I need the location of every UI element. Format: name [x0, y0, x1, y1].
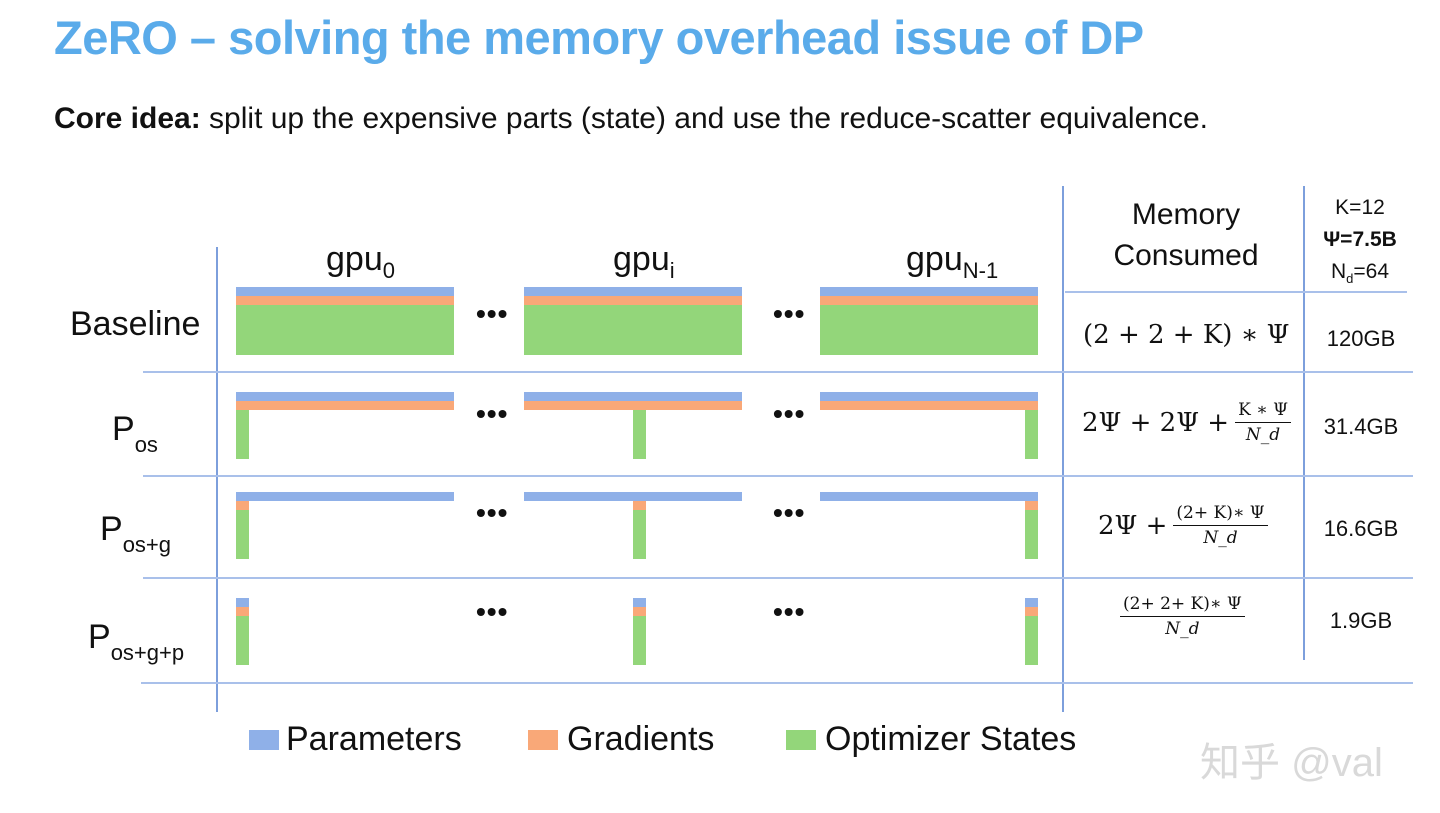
bar-optimizer-states-pos-g-p — [1025, 616, 1038, 665]
legend-swatch-optimizer-states — [786, 730, 816, 750]
legend-label-optimizer-states: Optimizer States — [825, 720, 1077, 758]
bar-parameters-pos-g-p — [1025, 598, 1038, 607]
bar-optimizer-states-pos — [633, 410, 646, 459]
ellipsis: ••• — [476, 497, 509, 528]
ellipsis: ••• — [773, 398, 806, 429]
bar-gradients-pos-g-p — [633, 607, 646, 616]
bar-gradients-pos-g-p — [1025, 607, 1038, 616]
slide-title: ZeRO – solving the memory overhead issue… — [54, 11, 1144, 64]
formula-baseline: (2 + 2 + K) ∗ Ψ — [1083, 320, 1290, 350]
legend-label-gradients: Gradients — [567, 720, 715, 758]
bar-gradients-baseline — [236, 296, 454, 305]
bar-gradients-pos — [820, 401, 1038, 410]
ellipsis: ••• — [773, 497, 806, 528]
memory-value-pos-g: 16.6GB — [1323, 516, 1399, 541]
bar-parameters-pos-g — [820, 492, 1038, 501]
ellipsis: ••• — [773, 298, 806, 329]
bar-optimizer-states-pos-g-p — [236, 616, 249, 665]
bar-parameters-baseline — [236, 287, 454, 296]
bar-gradients-pos-g — [1025, 501, 1038, 510]
bar-optimizer-states-pos-g — [633, 510, 646, 559]
row-label-pos-g-p: Pos+g+p — [88, 618, 185, 665]
bar-optimizer-states-pos — [1025, 410, 1038, 459]
ellipsis: ••• — [476, 398, 509, 429]
core-idea-label: Core idea: — [54, 102, 201, 135]
gpu-header-0: gpu0 — [326, 240, 395, 283]
bar-optimizer-states-pos — [236, 410, 249, 459]
bar-parameters-baseline — [820, 287, 1038, 296]
bar-parameters-pos — [524, 392, 742, 401]
watermark: 知乎 @val — [1200, 741, 1383, 785]
memory-value-pos-g-p: 1.9GB — [1329, 608, 1393, 633]
bar-parameters-pos-g-p — [236, 598, 249, 607]
memory-value-pos: 31.4GB — [1323, 414, 1399, 439]
bar-parameters-pos-g-p — [633, 598, 646, 607]
bar-gradients-pos-g — [633, 501, 646, 510]
bar-optimizer-states-pos-g — [1025, 510, 1038, 559]
parameter-settings: K=12 Ψ=7.5B Nd=64 — [1323, 196, 1397, 287]
bar-parameters-pos — [820, 392, 1038, 401]
slide-subtitle: Core idea: split up the expensive parts … — [54, 102, 1208, 136]
ellipsis: ••• — [476, 596, 509, 627]
bar-gradients-pos — [524, 401, 742, 410]
divider-header — [1065, 291, 1407, 293]
bar-gradients-pos — [236, 401, 454, 410]
bar-gradients-pos-g-p — [236, 607, 249, 616]
row-label-pos: Pos — [112, 410, 158, 457]
bar-optimizer-states-pos-g-p — [633, 616, 646, 665]
gpu-header-n-1: gpuN-1 — [906, 240, 999, 283]
bar-parameters-pos-g — [524, 492, 742, 501]
bar-optimizer-states-baseline — [524, 305, 742, 355]
legend-swatch-parameters — [249, 730, 279, 750]
bar-gradients-baseline — [820, 296, 1038, 305]
bar-gradients-pos-g — [236, 501, 249, 510]
bar-optimizer-states-pos-g — [236, 510, 249, 559]
bar-parameters-pos-g — [236, 492, 454, 501]
core-idea-text: split up the expensive parts (state) and… — [200, 102, 1208, 135]
ellipsis: ••• — [773, 596, 806, 627]
bar-gradients-baseline — [524, 296, 742, 305]
bar-optimizer-states-baseline — [236, 305, 454, 355]
bar-parameters-baseline — [524, 287, 742, 296]
bar-optimizer-states-baseline — [820, 305, 1038, 355]
ellipsis: ••• — [476, 298, 509, 329]
divider-row-3 — [143, 577, 1413, 579]
legend-swatch-gradients — [528, 730, 558, 750]
divider-row-4 — [141, 682, 1413, 684]
gpu-header-i: gpui — [613, 240, 675, 283]
row-label-pos-g: Pos+g — [100, 510, 172, 557]
divider-values — [1303, 186, 1305, 660]
bar-parameters-pos — [236, 392, 454, 401]
divider-row-1 — [143, 371, 1413, 373]
divider-row-labels — [216, 247, 218, 712]
legend-label-parameters: Parameters — [286, 720, 462, 758]
divider-row-2 — [143, 475, 1413, 477]
divider-memory — [1062, 186, 1064, 712]
row-label-baseline: Baseline — [70, 305, 201, 343]
memory-value-baseline: 120GB — [1326, 326, 1396, 351]
